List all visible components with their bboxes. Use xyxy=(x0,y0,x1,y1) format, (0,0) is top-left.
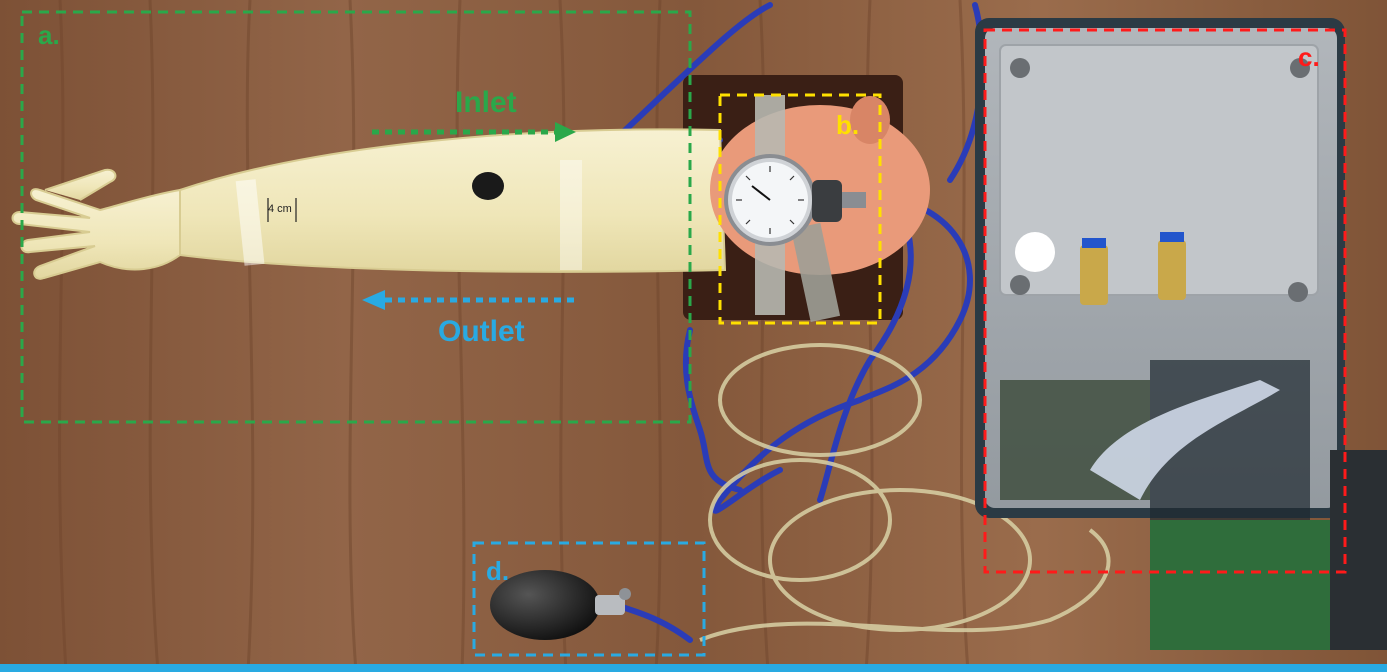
bottom-edge xyxy=(0,664,1387,672)
label-a: a. xyxy=(38,20,60,50)
region-b-box xyxy=(718,93,882,325)
control-box xyxy=(975,18,1387,650)
label-d: d. xyxy=(486,556,509,586)
outlet-arrow xyxy=(362,290,578,310)
pressure-gauge xyxy=(724,154,866,246)
label-inlet: Inlet xyxy=(455,86,517,119)
label-outlet: Outlet xyxy=(438,315,525,348)
label-b: b. xyxy=(836,110,859,140)
region-c-box xyxy=(983,28,1347,574)
label-c: c. xyxy=(1298,42,1320,72)
arm-marking: 4 cm xyxy=(268,203,292,215)
region-a-box xyxy=(20,10,692,424)
inlet-arrow xyxy=(372,122,576,142)
arm-phantom: 4 cm xyxy=(11,128,727,280)
inflation-bulb xyxy=(490,570,631,640)
